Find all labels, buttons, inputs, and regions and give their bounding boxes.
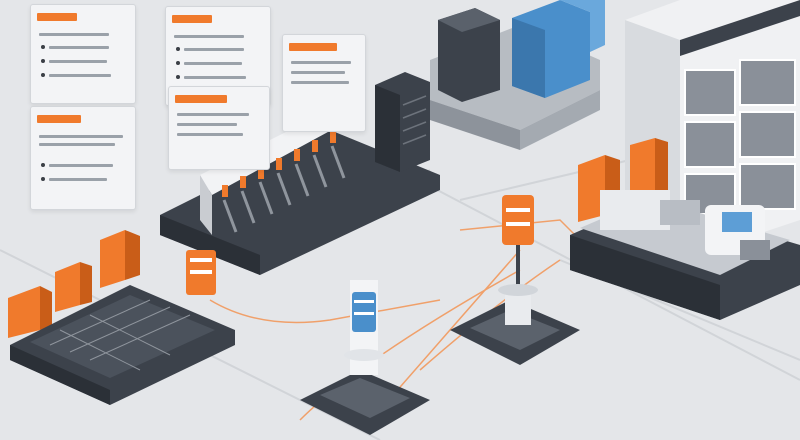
info-panel-3 — [30, 106, 136, 210]
panel-line — [49, 74, 111, 77]
panel-line — [291, 71, 345, 74]
bullet — [41, 177, 45, 181]
robotic-arm-icon — [570, 190, 800, 320]
panel-line — [184, 48, 244, 51]
cargo-container-icon — [430, 0, 605, 150]
panel-line — [174, 35, 244, 38]
left-crates — [8, 230, 140, 338]
panel-line — [49, 46, 109, 49]
panel-line — [49, 178, 107, 181]
panel-line — [39, 135, 123, 138]
bullet — [41, 163, 45, 167]
bullet — [176, 47, 180, 51]
panel-line — [184, 62, 242, 65]
panel-tag — [37, 13, 77, 21]
panel-line — [49, 60, 107, 63]
panel-tag — [289, 43, 337, 51]
info-panel-4 — [168, 86, 270, 170]
panel-line — [291, 81, 349, 84]
panel-tag — [172, 15, 212, 23]
panel-line — [177, 123, 237, 126]
info-panel-5 — [282, 34, 366, 132]
beacon-tower-icon — [186, 250, 216, 295]
bullet — [41, 45, 45, 49]
left-pallet-platform — [10, 285, 235, 405]
blue-beacon-tower — [300, 280, 430, 435]
bullet — [176, 75, 180, 79]
panel-tag — [37, 115, 81, 123]
panel-line — [49, 164, 113, 167]
bullet — [41, 59, 45, 63]
info-panel-1 — [30, 4, 136, 104]
panel-line — [39, 33, 109, 36]
panel-line — [177, 113, 249, 116]
bullet — [41, 73, 45, 77]
server-rack-icon — [375, 72, 430, 172]
panel-line — [177, 133, 243, 136]
panel-line — [291, 61, 351, 64]
panel-line — [184, 76, 246, 79]
orange-beacon-tower — [450, 195, 580, 365]
panel-tag — [175, 95, 227, 103]
bullet — [176, 61, 180, 65]
panel-line — [39, 143, 115, 146]
